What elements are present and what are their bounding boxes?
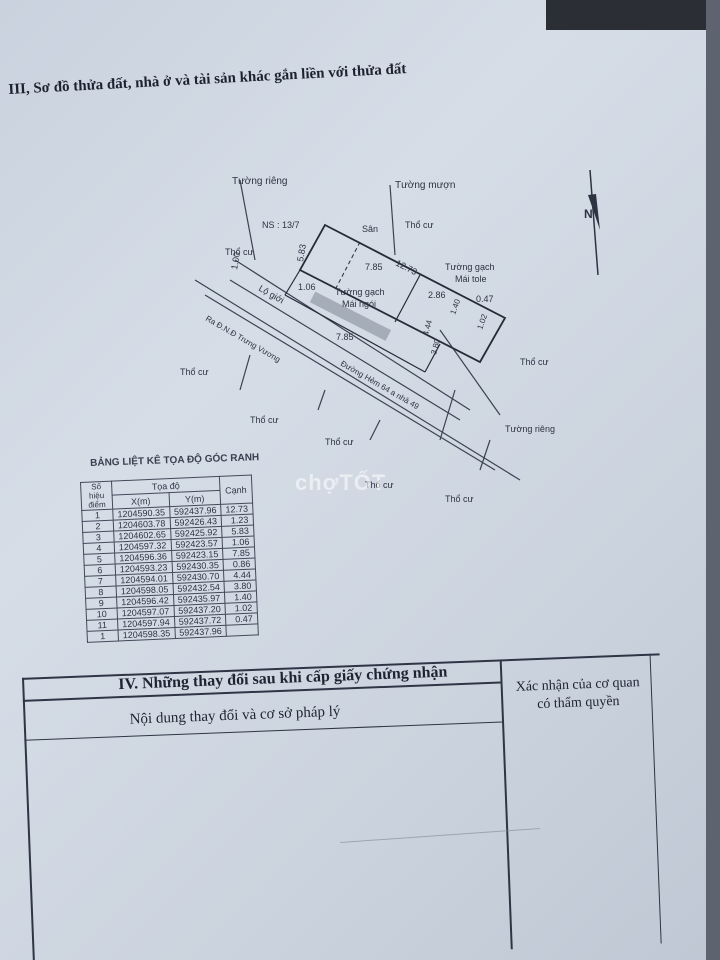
dim-label: 1.06 (298, 282, 316, 292)
dim-label: 12.73 (394, 258, 419, 277)
parcel-outline (298, 223, 507, 364)
dim-label: 1.40 (448, 297, 462, 315)
label-san: Sân (362, 224, 378, 234)
cell-x: 1204598.35 (117, 627, 175, 641)
north-label: N (584, 207, 593, 221)
label-lo-gioi: Lộ giới (257, 283, 286, 305)
changes-section: IV. Những thay đổi sau khi cấp giấy chứn… (18, 653, 671, 960)
dim-label: 2.86 (428, 290, 446, 300)
cell-y: 592437.96 (174, 625, 227, 639)
label-mai-tole: Mái tole (455, 274, 487, 284)
label-tho-cu-1: Thổ cư (405, 220, 434, 230)
dim-label: 4.44 (421, 319, 434, 337)
cell-edge: 3.80 (224, 579, 257, 593)
label-tuong-rieng-bottom: Tường riêng (505, 424, 555, 434)
section-3-title: III, Sơ đồ thửa đất, nhà ở và tài sản kh… (8, 61, 407, 98)
label-tho-cu-7: Thổ cư (365, 480, 394, 490)
dim-label: 5.83 (295, 243, 308, 262)
cell-edge: 7.85 (222, 546, 255, 560)
label-tuong-gach-tole: Tường gạch (445, 262, 494, 272)
watermark-logo: chợTỐT (295, 470, 387, 495)
cell-pt: 1 (87, 629, 119, 643)
header-point: Số hiệu điểm (80, 481, 113, 511)
cell-edge (225, 623, 258, 637)
dim-label: 3.80 (429, 338, 442, 356)
cell-edge: 0.86 (223, 557, 256, 571)
label-duong: Đường Hẻm 64 a nhà 49 (339, 359, 421, 412)
dim-label: 0.47 (476, 294, 494, 304)
dim-label: 7.85 (336, 332, 354, 342)
cell-edge: 12.73 (220, 503, 253, 516)
label-tho-cu-6: Thổ cư (325, 437, 354, 447)
label-tho-cu-3: Thổ cư (180, 367, 209, 377)
cell-edge: 5.83 (221, 524, 254, 538)
cell-edge: 1.23 (221, 513, 254, 527)
label-tuong-gach-ngoi: Tường gạch (335, 287, 384, 297)
label-tho-cu-8: Thổ cư (445, 494, 474, 504)
label-tho-cu-5: Thổ cư (250, 415, 279, 425)
background-corner (546, 0, 706, 30)
north-arrow-icon: N (584, 169, 600, 276)
column-header-authority: Xác nhận của cơ quan có thẩm quyền (504, 674, 651, 716)
land-plot-sketch: N Tường riêng Tường mượn NS : 13/7 (180, 169, 600, 504)
label-tuong-rieng-top: Tường riêng (232, 176, 288, 187)
label-tho-cu-4: Thổ cư (520, 357, 549, 367)
label-ns: NS : 13/7 (262, 220, 300, 230)
cell-edge: 1.02 (225, 601, 258, 615)
cell-edge: 4.44 (223, 568, 256, 582)
cell-edge: 1.06 (222, 535, 255, 549)
dim-label: 1.00 (229, 251, 242, 270)
dim-label: 1.02 (475, 312, 489, 330)
label-ranh: Ra Đ.N.Đ Trưng Vương (204, 314, 282, 364)
label-tuong-muon: Tường mượn (395, 180, 455, 191)
cell-edge: 1.40 (224, 590, 257, 604)
label-mai-ngoi: Mái ngói (342, 299, 376, 309)
label-tho-cu-2: Thổ cư (225, 247, 254, 257)
dim-label: 7.85 (365, 262, 383, 272)
header-edge: Cạnh (219, 475, 253, 505)
cell-edge: 0.47 (225, 612, 258, 626)
